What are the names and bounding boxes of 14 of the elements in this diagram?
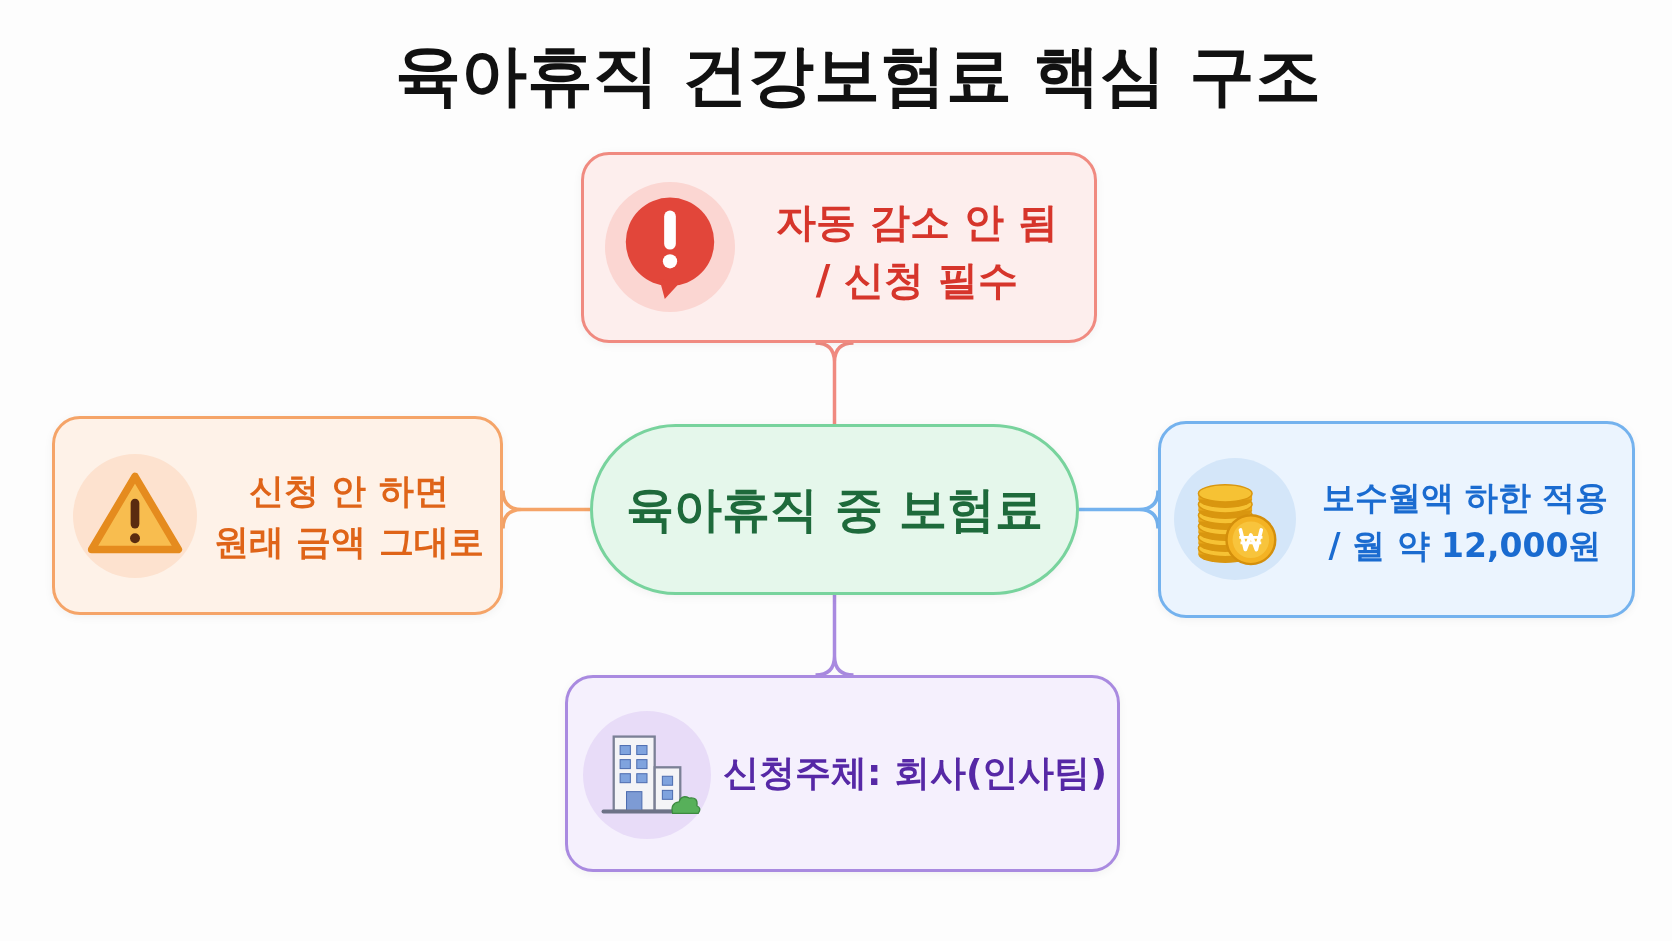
- callout-box: [52, 416, 503, 615]
- connector-line: [501, 488, 592, 531]
- connector-line: [813, 593, 856, 677]
- connector-line: [813, 341, 856, 426]
- callout-text: 신청 안 하면 원래 금액 그대로: [214, 470, 484, 564]
- callout-box: [565, 675, 1120, 872]
- title: 육아휴직 건강보험료 핵심 구조: [394, 36, 1322, 116]
- callout-box: [581, 152, 1097, 343]
- topic-text: 육아휴직 중 보험료: [625, 479, 1044, 539]
- callout-box: [1158, 421, 1635, 618]
- callout-text: 자동 감소 안 됨 / 신청 필수: [776, 198, 1058, 305]
- callout-text: 신청주체: 회사(인사팀): [723, 750, 1107, 795]
- callout-text: 보수월액 하한 적용 / 월 약 12,000원: [1321, 477, 1609, 567]
- connector-line: [1077, 488, 1160, 531]
